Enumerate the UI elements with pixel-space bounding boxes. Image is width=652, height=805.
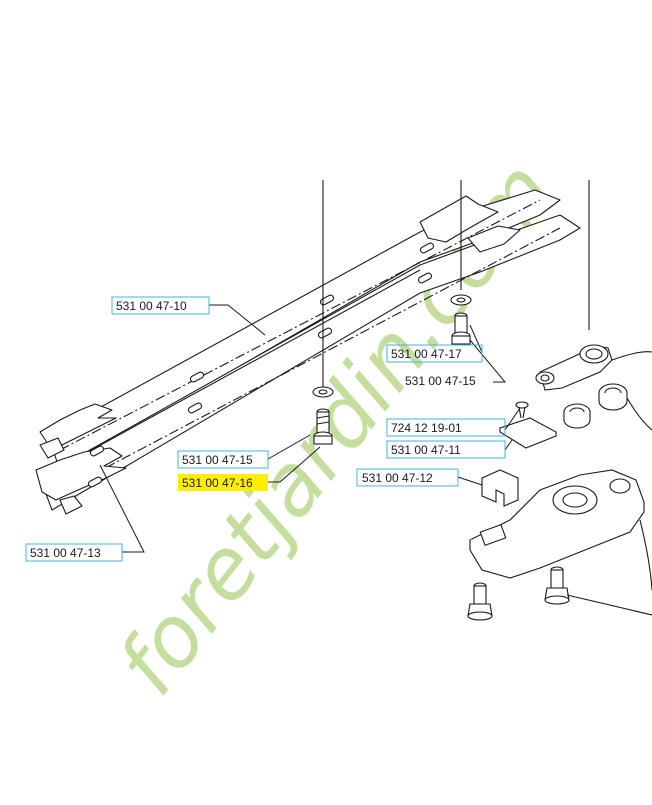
svg-text:531 00 47-11: 531 00 47-11 [391,443,461,457]
svg-text:724 12 19-01: 724 12 19-01 [391,421,462,435]
lower-blade [39,214,581,511]
svg-text:531 00 47-17: 531 00 47-17 [391,347,462,361]
center-bolt [312,386,334,445]
part-label-3[interactable]: 531 00 47-15 [405,374,476,388]
blade-tooth-left-4 [59,495,83,515]
guide-block [481,469,519,507]
lower-bolt-2 [544,566,570,605]
part-label-8-highlighted[interactable]: 531 00 47-16 [178,474,268,491]
blade-tooth-left-3 [35,447,127,501]
drive-mechanism [467,344,652,621]
part-label-9[interactable]: 531 00 47-13 [25,543,123,562]
blade-assembly [35,189,581,515]
svg-text:531 00 47-16: 531 00 47-16 [182,476,253,490]
svg-text:531 00 47-12: 531 00 47-12 [362,471,433,485]
part-label-4[interactable]: 724 12 19-01 [386,418,506,437]
part-label-1[interactable]: 531 00 47-10 [111,296,210,315]
bearing-2 [563,403,591,429]
svg-text:531 00 47-10: 531 00 47-10 [116,299,187,313]
axis-lines [322,180,590,390]
svg-text:531 00 47-15: 531 00 47-15 [405,374,476,388]
blade-tooth-right-2 [467,225,521,253]
blade-tooth-left-2 [39,437,65,459]
blade-tooth-left-1 [39,403,117,451]
part-label-5[interactable]: 531 00 47-11 [386,440,506,459]
part-label-7[interactable]: 531 00 47-15 [177,450,269,469]
lower-bolt-1 [467,582,493,621]
small-screw [515,401,529,419]
part-label-6[interactable]: 531 00 47-12 [356,468,459,487]
blade-tooth-right-1 [419,195,499,243]
part-labels: 531 00 47-10 531 00 47-17 531 00 47-15 7… [25,296,506,562]
bearing-1 [598,383,628,411]
svg-text:531 00 47-15: 531 00 47-15 [182,453,253,467]
upper-bolt [450,294,472,345]
part-label-2[interactable]: 531 00 47-17 [386,344,483,363]
svg-text:531 00 47-13: 531 00 47-13 [30,546,101,560]
